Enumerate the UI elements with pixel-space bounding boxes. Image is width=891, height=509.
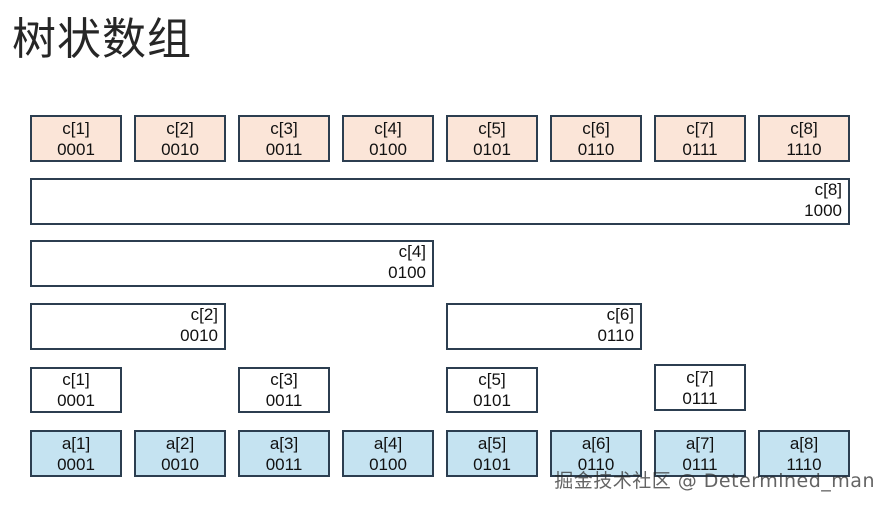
node-name: c[4]	[398, 242, 426, 261]
node-binary: 0110	[597, 326, 634, 345]
node-binary: 0100	[388, 263, 426, 282]
array-cell: a[5] 0101	[446, 430, 538, 477]
node-binary: 1000	[804, 201, 842, 220]
array-cell: a[3] 0011	[238, 430, 330, 477]
tree-node-c3: c[3] 0011	[238, 367, 330, 413]
tree-node-c7: c[7] 0111	[654, 364, 746, 411]
node-binary: 0010	[180, 326, 218, 345]
cell-name: a[4]	[373, 433, 403, 453]
cell-binary: 0001	[57, 454, 95, 474]
array-cell: a[6] 0110	[550, 430, 642, 477]
top-node: c[2] 0010	[134, 115, 226, 162]
node-binary: 0111	[682, 388, 718, 408]
top-node: c[8] 1110	[758, 115, 850, 162]
tree-node-c2: c[2] 0010	[30, 303, 226, 350]
node-binary: 0101	[473, 391, 511, 410]
array-cell: a[1] 0001	[30, 430, 122, 477]
cell-binary: 0010	[161, 454, 199, 474]
node-name: c[5]	[478, 370, 506, 389]
node-name: c[3]	[270, 370, 298, 389]
cell-name: a[5]	[477, 433, 507, 453]
top-node: c[3] 0011	[238, 115, 330, 162]
cell-name: a[3]	[269, 433, 299, 453]
node-name: c[8]	[814, 180, 842, 199]
node-name: c[8]	[790, 118, 818, 138]
cell-binary: 0111	[682, 454, 718, 474]
node-binary: 0010	[161, 139, 199, 159]
node-binary: 0001	[57, 391, 95, 410]
diagram-title: 树状数组	[12, 14, 192, 65]
tree-node-c8: c[8] 1000	[30, 178, 850, 225]
node-binary: 0101	[473, 139, 511, 159]
top-node: c[1] 0001	[30, 115, 122, 162]
node-name: c[4]	[374, 118, 402, 138]
cell-name: a[6]	[581, 433, 611, 453]
cell-binary: 0110	[577, 454, 615, 474]
node-binary: 0011	[265, 139, 303, 159]
node-binary: 0110	[577, 139, 615, 159]
tree-node-c5: c[5] 0101	[446, 367, 538, 413]
node-name: c[1]	[62, 118, 90, 138]
node-name: c[6]	[582, 118, 610, 138]
node-name: c[7]	[686, 367, 714, 387]
tree-node-c4: c[4] 0100	[30, 240, 434, 287]
array-cell: a[2] 0010	[134, 430, 226, 477]
cell-binary: 0100	[369, 454, 407, 474]
cell-binary: 1110	[786, 454, 822, 474]
node-name: c[7]	[686, 118, 714, 138]
node-binary: 0100	[369, 139, 407, 159]
cell-binary: 0101	[473, 454, 511, 474]
node-binary: 0111	[682, 139, 718, 159]
array-cell: a[4] 0100	[342, 430, 434, 477]
node-name: c[2]	[166, 118, 194, 138]
cell-name: a[7]	[685, 433, 715, 453]
cell-name: a[8]	[789, 433, 819, 453]
node-binary: 0011	[265, 391, 303, 410]
cell-binary: 0011	[265, 454, 303, 474]
cell-name: a[2]	[165, 433, 195, 453]
node-name: c[5]	[478, 118, 506, 138]
top-node: c[5] 0101	[446, 115, 538, 162]
array-cell: a[8] 1110	[758, 430, 850, 477]
node-name: c[6]	[606, 305, 634, 324]
tree-node-c6: c[6] 0110	[446, 303, 642, 350]
tree-node-c1: c[1] 0001	[30, 367, 122, 413]
node-binary: 1110	[786, 139, 822, 159]
top-node: c[4] 0100	[342, 115, 434, 162]
node-name: c[3]	[270, 118, 298, 138]
array-cell: a[7] 0111	[654, 430, 746, 477]
top-node: c[6] 0110	[550, 115, 642, 162]
top-node: c[7] 0111	[654, 115, 746, 162]
watermark: 掘金技术社区 @ Determined_man	[554, 470, 875, 492]
node-binary: 0001	[57, 139, 95, 159]
node-name: c[2]	[190, 305, 218, 324]
node-name: c[1]	[62, 370, 90, 389]
cell-name: a[1]	[61, 433, 91, 453]
